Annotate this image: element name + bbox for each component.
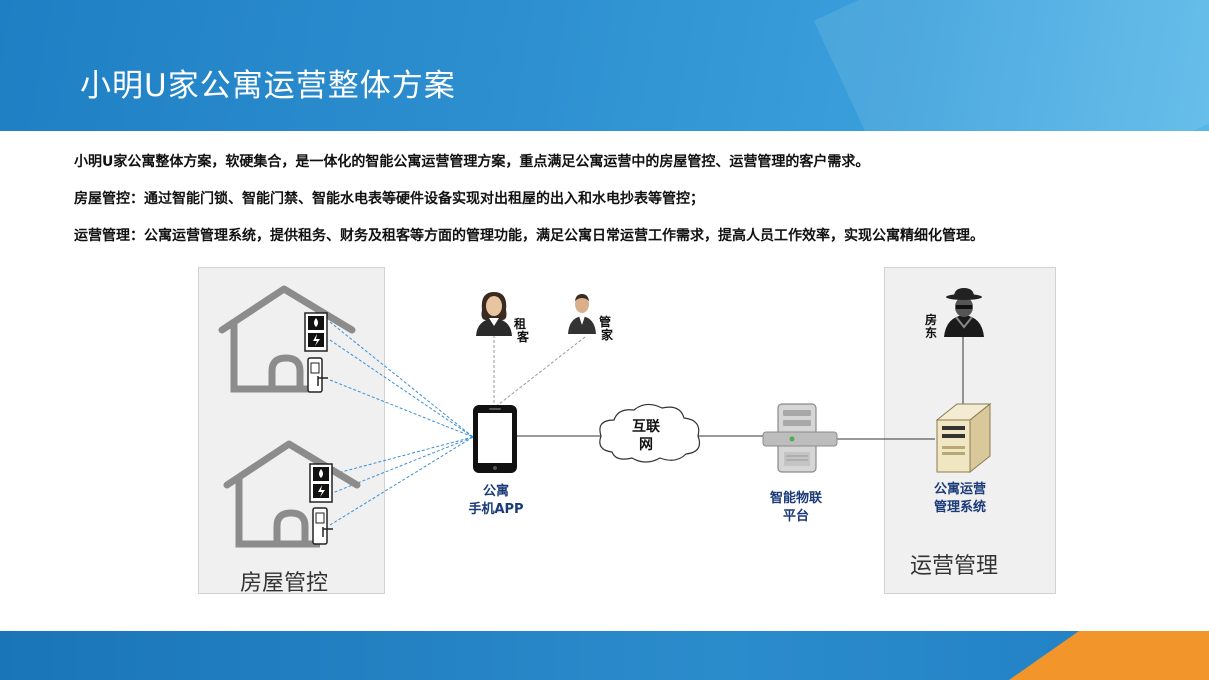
- tenant-label-line2: 客: [517, 330, 530, 344]
- management-system-label-line1: 公寓运营: [933, 482, 986, 497]
- description-line-2: 房屋管控：通过智能门锁、智能门禁、智能水电表等硬件设备实现对出租屋的出入和水电抄…: [74, 191, 704, 207]
- iot-server-icon: [762, 403, 838, 473]
- internet-cloud-icon: [599, 403, 701, 463]
- landlord-icon: [944, 288, 984, 337]
- header-banner: 小明U家公寓运营整体方案: [0, 0, 1209, 131]
- internet-label-line1: 互联: [632, 419, 660, 435]
- operation-management-label: 运营管理: [910, 554, 999, 579]
- landlord-label: 房 东: [925, 314, 937, 340]
- tenant-icon: [476, 292, 512, 336]
- tenant-label-line1: 租: [514, 317, 527, 331]
- footer-accent: [1009, 631, 1209, 680]
- internet-label: 互联 网: [600, 418, 692, 454]
- house-icon: [218, 285, 356, 393]
- internet-label-line2: 网: [639, 437, 653, 453]
- app-label-line1: 公寓: [482, 484, 509, 499]
- smartphone-icon: [473, 405, 517, 473]
- app-label: 公寓 手机APP: [446, 483, 546, 519]
- network-links: [517, 337, 964, 440]
- landlord-label-line2: 东: [925, 326, 938, 340]
- house-control-label: 房屋管控: [240, 571, 329, 596]
- iot-platform-label-line1: 智能物联: [769, 491, 822, 506]
- iot-platform-label: 智能物联 平台: [746, 490, 846, 526]
- description-line-3: 运营管理：公寓运营管理系统，提供租务、财务及租客等方面的管理功能，满足公寓日常运…: [74, 228, 984, 244]
- description-line-1: 小明U家公寓整体方案，软硬集合，是一体化的智能公寓运营管理方案，重点满足公寓运营…: [74, 154, 870, 170]
- footer-banner: [0, 631, 1209, 680]
- steward-label-line1: 管: [599, 315, 612, 329]
- steward-label: 管 家: [599, 316, 613, 342]
- management-system-label: 公寓运营 管理系统: [910, 481, 1010, 517]
- house-icon: [223, 440, 361, 548]
- management-system-label-line2: 管理系统: [933, 500, 986, 515]
- steward-label-line2: 家: [601, 328, 614, 342]
- people-links: [493, 335, 586, 409]
- management-server-icon: [935, 402, 992, 474]
- iot-platform-label-line2: 平台: [782, 509, 809, 524]
- app-label-line2: 手机APP: [468, 502, 524, 517]
- tenant-label: 租 客: [514, 318, 529, 344]
- landlord-label-line1: 房: [925, 313, 938, 327]
- page-title: 小明U家公寓运营整体方案: [80, 68, 456, 104]
- steward-icon: [568, 294, 596, 334]
